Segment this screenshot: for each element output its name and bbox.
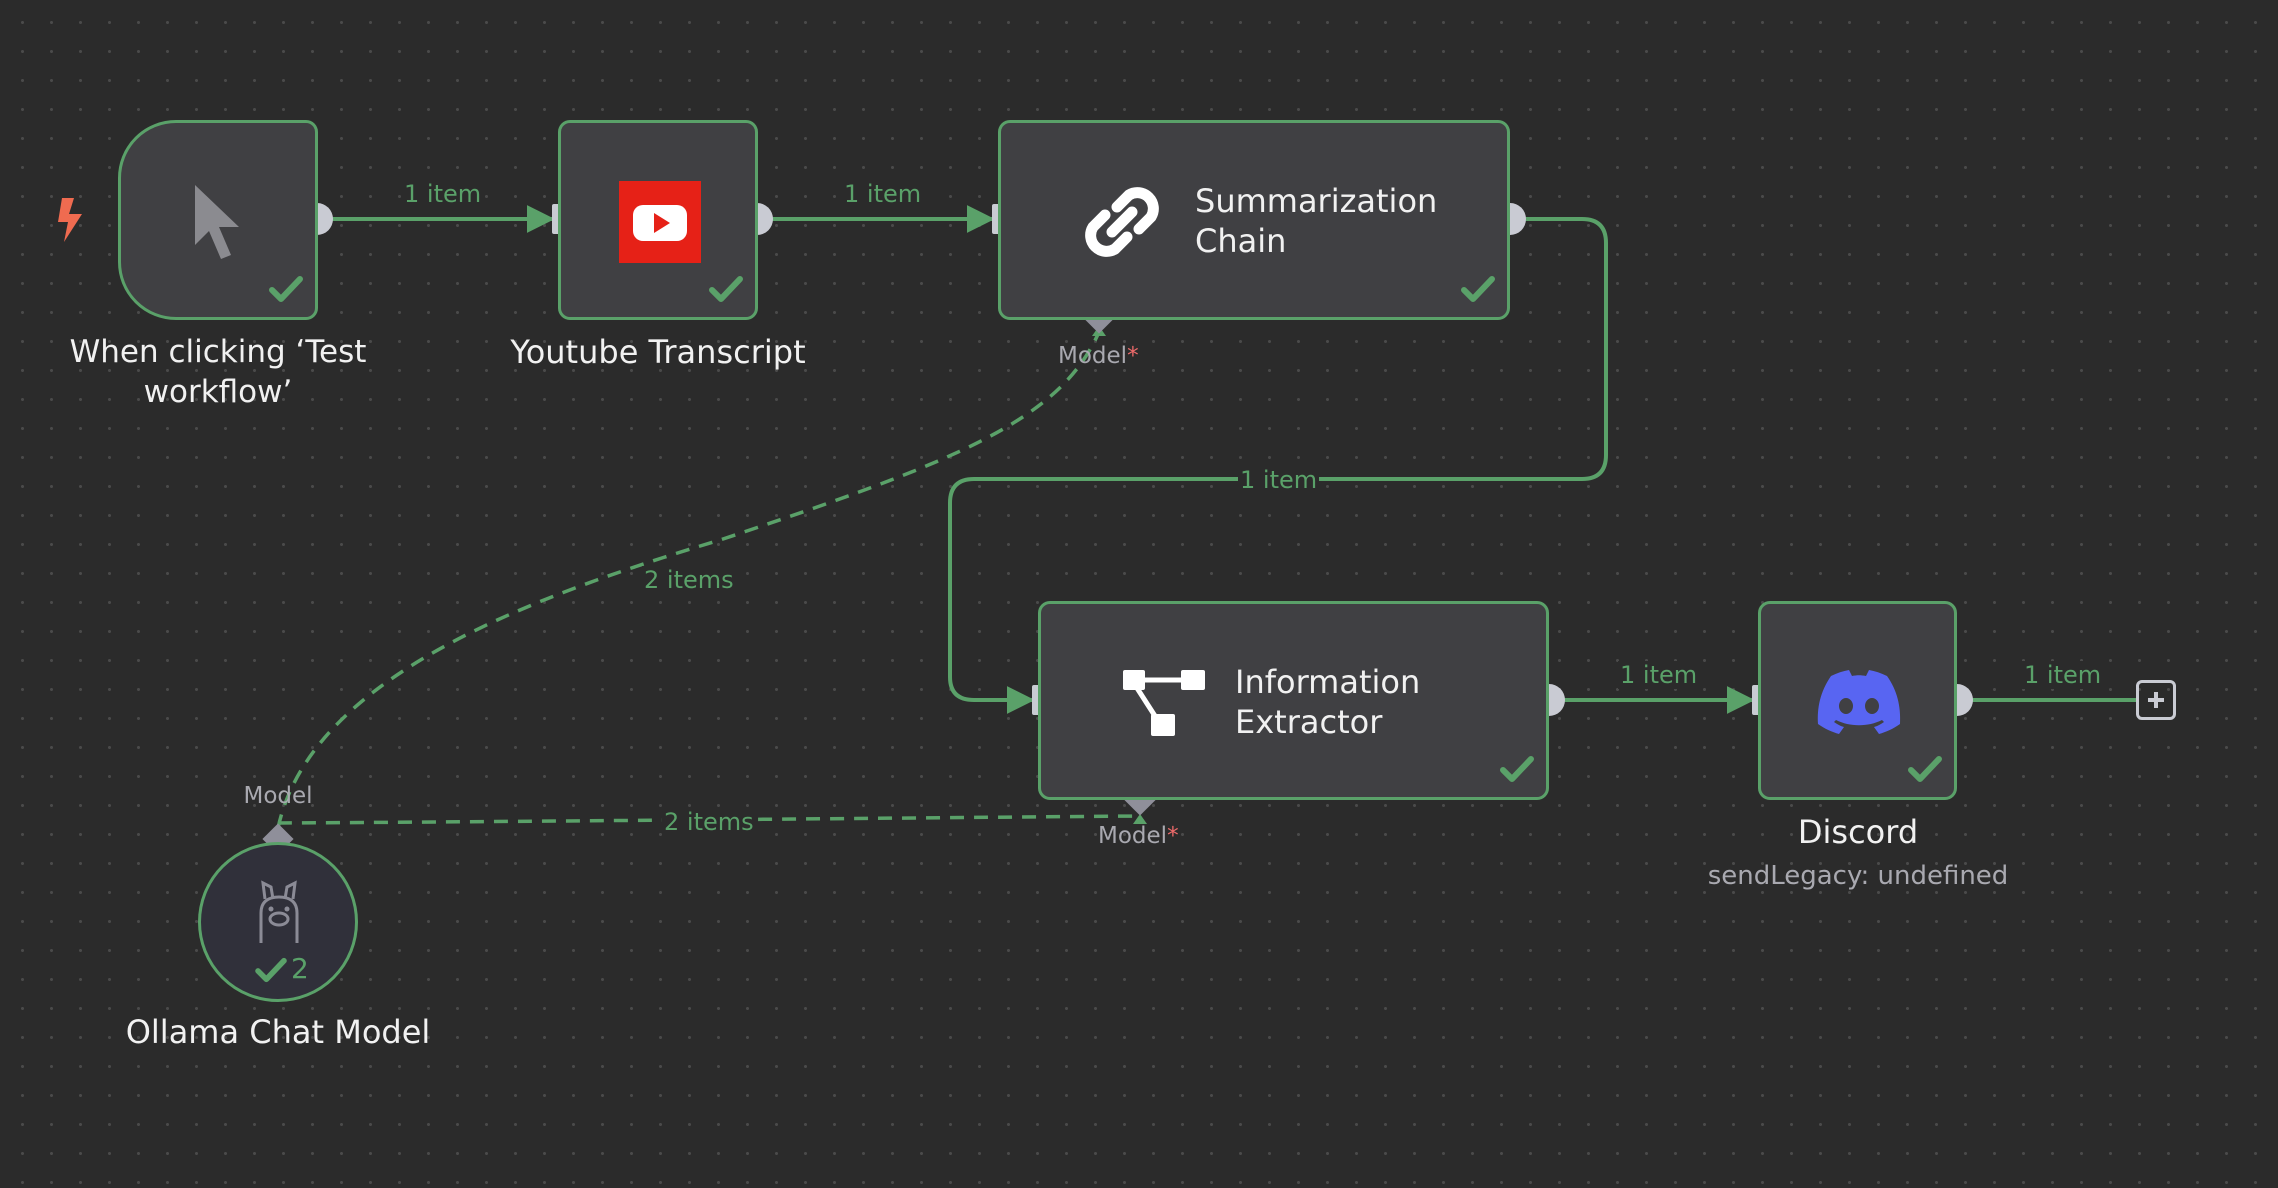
node-ollama-chat-model[interactable]: 2 [198, 842, 358, 1002]
node-title-discord: Discord [1797, 813, 1919, 851]
node-title-youtube: Youtube Transcript [510, 333, 806, 371]
edge-label-trigger-youtube: 1 item [402, 180, 484, 208]
success-check-icon [709, 276, 743, 302]
node-subtitle-discord: sendLegacy: undefined [1707, 861, 2009, 891]
success-check-icon [1461, 276, 1495, 302]
add-node-button[interactable] [2136, 680, 2176, 720]
ollama-model-port-label: Model [243, 783, 313, 809]
node-manual-trigger[interactable] [118, 120, 318, 320]
node-discord[interactable] [1758, 601, 1957, 800]
node-information-extractor[interactable]: Information Extractor [1038, 601, 1549, 800]
llama-icon [259, 880, 299, 943]
edge-label-summarization-extractor: 1 item [1238, 466, 1320, 494]
node-title-extractor: Information Extractor [1235, 663, 1421, 741]
lightning-bolt-icon [58, 198, 82, 242]
node-title-trigger: When clicking ‘Test workflow’ [69, 334, 367, 410]
extractor-model-port-label: Model* [1098, 823, 1179, 849]
success-check-icon [1908, 756, 1942, 782]
node-title-ollama: Ollama Chat Model [125, 1013, 431, 1051]
node-youtube-transcript[interactable] [558, 120, 758, 320]
plus-icon [2148, 692, 2164, 708]
node-summarization-chain[interactable]: Summarization Chain [998, 120, 1510, 320]
summarization-model-port-label: Model* [1058, 343, 1139, 369]
edge-label-extractor-discord: 1 item [1618, 661, 1700, 689]
cursor-pointer-icon [195, 185, 239, 259]
edge-label-ollama-extractor: 2 items [662, 808, 756, 836]
edge-label-ollama-summarization: 2 items [642, 566, 736, 594]
youtube-icon [619, 181, 701, 263]
edge-label-discord-out: 1 item [2022, 661, 2104, 689]
edge-ollama-summarization[interactable] [276, 331, 1101, 829]
success-check-icon [269, 276, 303, 302]
structure-tree-icon [1123, 670, 1205, 736]
edge-label-youtube-summarization: 1 item [842, 180, 924, 208]
success-check-icon [255, 957, 287, 983]
chain-link-icon [1085, 187, 1159, 257]
node-title-summarization: Summarization Chain [1195, 182, 1438, 260]
run-count-badge: 2 [291, 952, 309, 985]
success-check-icon [1500, 756, 1534, 782]
discord-icon [1817, 670, 1901, 734]
